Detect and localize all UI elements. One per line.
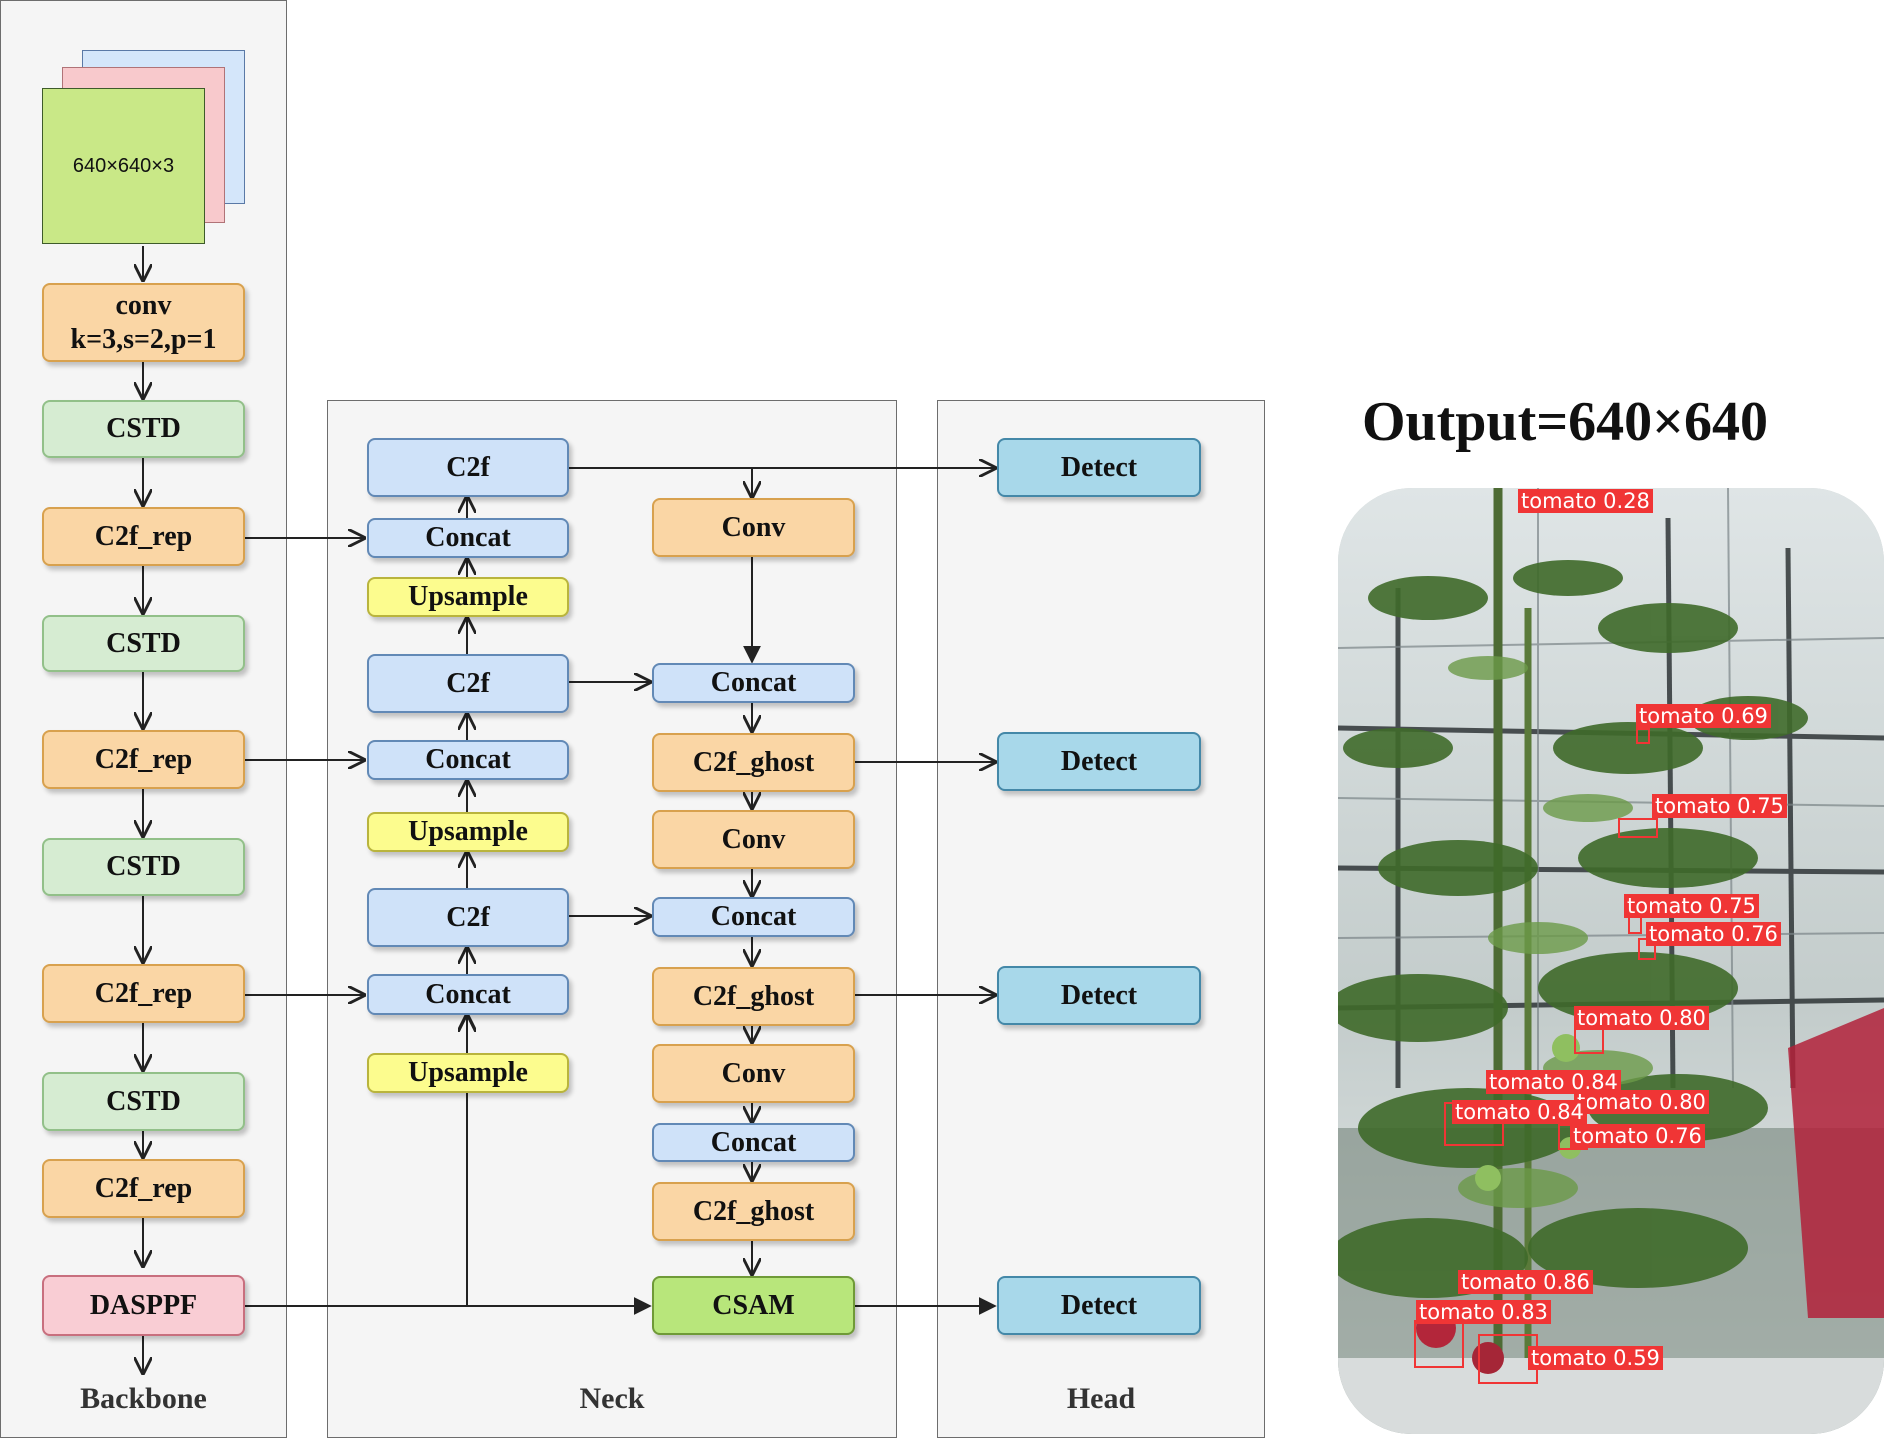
detection-label: tomato 0.69 <box>1636 704 1771 728</box>
backbone-cstd-block-3: CSTD <box>42 838 245 896</box>
detection-label: tomato 0.75 <box>1624 894 1759 918</box>
detection-label: tomato 0.80 <box>1574 1090 1709 1114</box>
neck-c2f-ghost-block-3: C2f_ghost <box>652 1182 855 1241</box>
neck-conv-block-3: Conv <box>652 1044 855 1103</box>
conv-params: k=3,s=2,p=1 <box>70 323 217 355</box>
head-panel: Head <box>937 400 1265 1438</box>
backbone-label: Backbone <box>80 1382 207 1415</box>
backbone-cstd-block-4: CSTD <box>42 1072 245 1131</box>
detection-label: tomato 0.28 <box>1518 489 1653 513</box>
neck-c2f-ghost-block-1: C2f_ghost <box>652 733 855 792</box>
neck-c2f-block-1: C2f <box>367 438 569 497</box>
neck-concat-block-1: Concat <box>367 518 569 558</box>
detection-box <box>1414 1320 1464 1368</box>
detection-box <box>1636 728 1650 744</box>
detection-box <box>1618 818 1658 838</box>
detection-label: tomato 0.86 <box>1458 1270 1593 1294</box>
neck-upsample-block-1: Upsample <box>367 577 569 617</box>
detection-label: tomato 0.80 <box>1574 1006 1709 1030</box>
detection-label: tomato 0.84 <box>1452 1100 1587 1124</box>
input-size-label: 640×640×3 <box>72 154 175 177</box>
neck-right-concat-block-3: Concat <box>652 1123 855 1162</box>
neck-concat-block-2: Concat <box>367 740 569 780</box>
detection-label: tomato 0.75 <box>1652 794 1787 818</box>
backbone-c2f-rep-block-2: C2f_rep <box>42 730 245 789</box>
backbone-conv-block: conv k=3,s=2,p=1 <box>42 283 245 362</box>
backbone-c2f-rep-block-1: C2f_rep <box>42 507 245 566</box>
neck-csam-block: CSAM <box>652 1276 855 1335</box>
neck-c2f-block-3: C2f <box>367 888 569 947</box>
detection-label: tomato 0.76 <box>1646 922 1781 946</box>
neck-c2f-ghost-block-2: C2f_ghost <box>652 967 855 1026</box>
neck-upsample-block-2: Upsample <box>367 812 569 852</box>
head-label: Head <box>1066 1382 1136 1415</box>
neck-upsample-block-3: Upsample <box>367 1053 569 1093</box>
detection-label: tomato 0.84 <box>1486 1070 1621 1094</box>
detection-label: tomato 0.59 <box>1528 1346 1663 1370</box>
backbone-dasppf-block: DASPPF <box>42 1275 245 1336</box>
backbone-cstd-block-1: CSTD <box>42 400 245 458</box>
head-detect-block-3: Detect <box>997 966 1201 1025</box>
neck-label: Neck <box>579 1382 645 1415</box>
detection-output-image: tomato 0.28 tomato 0.69 tomato 0.75 toma… <box>1338 488 1884 1434</box>
output-title: Output=640×640 <box>1361 391 1769 453</box>
backbone-c2f-rep-block-4: C2f_rep <box>42 1159 245 1218</box>
input-card-green: 640×640×3 <box>42 88 205 244</box>
backbone-cstd-block-2: CSTD <box>42 615 245 672</box>
detection-label: tomato 0.83 <box>1416 1300 1551 1324</box>
backbone-c2f-rep-block-3: C2f_rep <box>42 964 245 1023</box>
neck-c2f-block-2: C2f <box>367 654 569 713</box>
head-detect-block-2: Detect <box>997 732 1201 791</box>
detection-label: tomato 0.76 <box>1570 1124 1705 1148</box>
neck-concat-block-3: Concat <box>367 974 569 1015</box>
neck-conv-block-1: Conv <box>652 498 855 557</box>
head-detect-block-1: Detect <box>997 438 1201 497</box>
greenhouse-scene <box>1338 488 1884 1434</box>
neck-right-concat-block-2: Concat <box>652 897 855 937</box>
conv-label: conv <box>115 289 172 321</box>
head-detect-block-4: Detect <box>997 1276 1201 1335</box>
neck-conv-block-2: Conv <box>652 810 855 869</box>
neck-right-concat-block-1: Concat <box>652 663 855 703</box>
